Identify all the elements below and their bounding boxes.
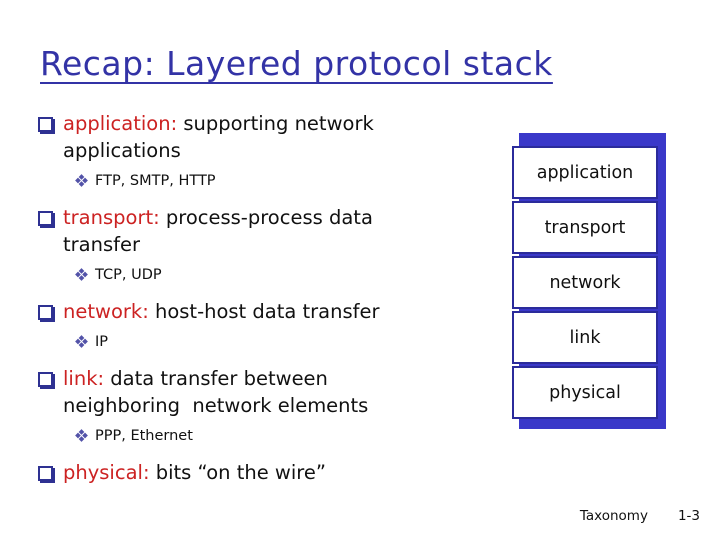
diamond-bullet-icon bbox=[75, 268, 88, 281]
layer-box-network: network bbox=[512, 256, 658, 309]
slide-title: Recap: Layered protocol stack bbox=[40, 44, 553, 83]
bullet-text: application: supporting network applicat… bbox=[63, 110, 374, 191]
bullet-body-line2: neighboring network elements bbox=[63, 394, 369, 417]
sub-bullet: FTP, SMTP, HTTP bbox=[75, 171, 374, 191]
diamond-bullet-icon bbox=[75, 174, 88, 187]
footer-section-label: Taxonomy bbox=[579, 508, 648, 524]
bullet-text: link: data transfer between neighboring … bbox=[63, 365, 368, 446]
diamond-bullet-icon bbox=[75, 335, 88, 348]
sub-bullet: TCP, UDP bbox=[75, 265, 373, 285]
sub-bullet: IP bbox=[75, 332, 380, 352]
bullet-text: physical: bits “on the wire” bbox=[63, 459, 326, 486]
bullet-text: network: host-host data transfer IP bbox=[63, 298, 380, 352]
square-bullet-icon bbox=[38, 466, 53, 481]
stack-boxes: application transport network link physi… bbox=[512, 146, 658, 419]
bullet-body: supporting network bbox=[183, 112, 374, 135]
bullet-network: network: host-host data transfer IP bbox=[38, 298, 498, 352]
bullet-keyword: physical: bbox=[63, 461, 150, 484]
slide-footer: Taxonomy 1-3 bbox=[580, 508, 700, 524]
bullet-link: link: data transfer between neighboring … bbox=[38, 365, 498, 446]
bullet-body-line2: transfer bbox=[63, 233, 141, 256]
bullet-body: host-host data transfer bbox=[154, 300, 380, 323]
bullet-body: data transfer between bbox=[110, 367, 328, 390]
sub-bullet-text: TCP, UDP bbox=[95, 267, 162, 283]
bullet-physical: physical: bits “on the wire” bbox=[38, 459, 498, 486]
protocol-stack-diagram: application transport network link physi… bbox=[512, 133, 668, 429]
diamond-bullet-icon bbox=[75, 429, 88, 442]
footer-page-number: 1-3 bbox=[677, 508, 700, 524]
sub-bullet-text: IP bbox=[95, 334, 109, 350]
layer-box-physical: physical bbox=[512, 366, 658, 419]
bullet-body: bits “on the wire” bbox=[155, 461, 326, 484]
layer-box-link: link bbox=[512, 311, 658, 364]
bullet-keyword: network: bbox=[63, 300, 149, 323]
bullet-keyword: link: bbox=[63, 367, 105, 390]
layer-box-application: application bbox=[512, 146, 658, 199]
bullet-list: application: supporting network applicat… bbox=[38, 110, 498, 499]
bullet-text: transport: process-process data transfer… bbox=[63, 204, 373, 285]
sub-bullet-text: PPP, Ethernet bbox=[95, 428, 193, 444]
square-bullet-icon bbox=[38, 372, 53, 387]
bullet-body-line2: applications bbox=[63, 139, 181, 162]
bullet-body: process-process data bbox=[165, 206, 373, 229]
bullet-transport: transport: process-process data transfer… bbox=[38, 204, 498, 285]
sub-bullet: PPP, Ethernet bbox=[75, 426, 368, 446]
layer-box-transport: transport bbox=[512, 201, 658, 254]
bullet-keyword: transport: bbox=[63, 206, 160, 229]
bullet-keyword: application: bbox=[63, 112, 178, 135]
square-bullet-icon bbox=[38, 117, 53, 132]
bullet-application: application: supporting network applicat… bbox=[38, 110, 498, 191]
sub-bullet-text: FTP, SMTP, HTTP bbox=[95, 173, 216, 189]
square-bullet-icon bbox=[38, 211, 53, 226]
square-bullet-icon bbox=[38, 305, 53, 320]
